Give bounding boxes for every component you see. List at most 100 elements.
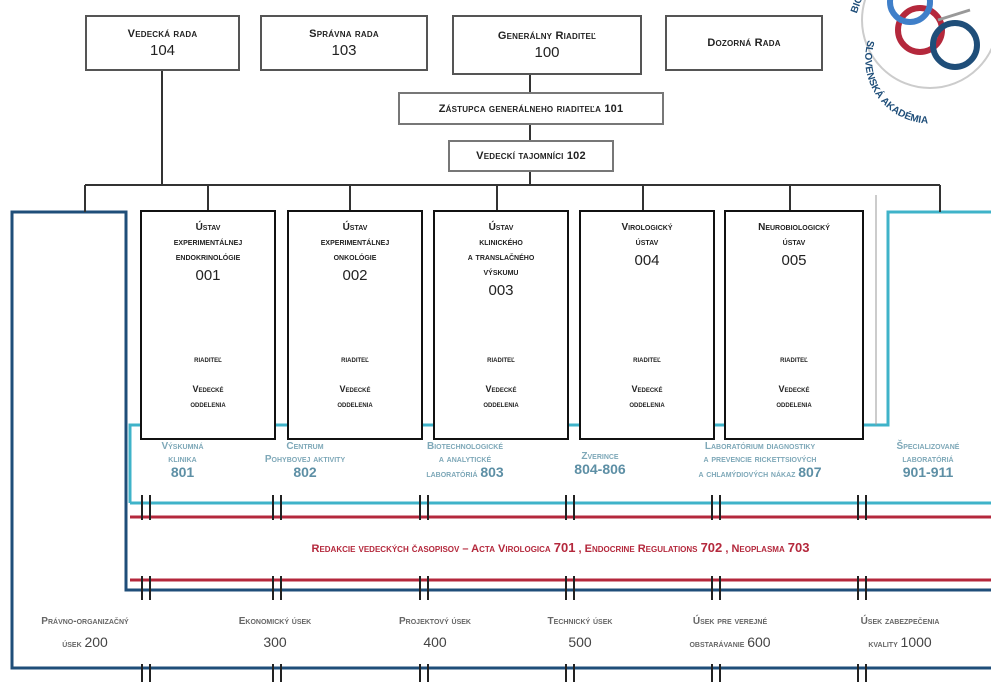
service-label-line: Špecializované [896,441,960,452]
institute-name-line: ústav [782,237,806,248]
department-label: obstarávanie [689,639,745,650]
institute-name-line: endokrinológie [175,252,241,263]
deputy-box: Zástupca generálneho riaditeľa 101 [398,92,664,125]
institute-name-line: Virologický [621,222,673,233]
department-label: Projektový úsek [399,616,471,627]
board-label: Generálny Riaditeľ [497,29,597,42]
institute-number: 002 [342,267,368,284]
board-director-general: Generálny Riaditeľ 100 [452,15,642,75]
institute-departments: oddelenia [776,399,812,409]
navy-frame [10,210,991,670]
journal-number: 702 [700,540,723,555]
institute-departments: Vedecké [778,384,810,394]
department-label: Ekonomický úsek [238,616,312,627]
institute-number: 004 [634,252,660,269]
institute-director: riaditeľ [780,354,808,364]
department-number: 500 [568,634,592,650]
department-300: Ekonomický úsek 300 [205,612,345,652]
service-label-line: Laboratórium diagnostiky [704,441,816,452]
board-label: Dozorná Rada [707,37,781,49]
institute-departments: oddelenia [483,399,519,409]
service-number: 804-806 [574,461,626,477]
institute-001: Ústav experimentálnej endokrinológie 001… [140,210,276,440]
institute-name-line: Neurobiologický [758,222,830,233]
department-label: úsek [62,639,82,650]
teal-frame [128,210,991,440]
service-number: 807 [798,464,822,480]
service-901-911: Špecializované laboratóriá 901-911 [872,440,984,479]
deputy-label: Zástupca generálneho riaditeľa 101 [438,102,624,115]
department-500: Technický úsek 500 [515,612,645,652]
department-200: Právno-organizačný úsek 200 [25,612,145,655]
department-label: Úsek zabezpečenia [860,616,940,627]
institute-name-line: klinického [479,237,523,248]
institute-005: Neurobiologický ústav 005 riaditeľ Vedec… [724,210,864,440]
organization-logo-icon: BIO SLOVENSKÁ AKADÉMIA [850,0,991,126]
institute-departments: Vedecké [192,384,224,394]
institute-name-line: Ústav [342,222,368,233]
secretary-box: Vedeckí tajomníci 102 [448,140,614,172]
institute-departments: oddelenia [629,399,665,409]
service-label-line: Výskumná [161,441,204,452]
institute-name-line: experimentálnej [320,237,390,248]
institute-name-line: a translačného [467,252,535,263]
service-label-line: Biotechnologické [426,441,504,452]
institute-name-line: Ústav [488,222,514,233]
department-label: Technický úsek [547,616,613,627]
department-number: 1000 [900,634,932,650]
department-number: 400 [423,634,447,650]
institute-name-line: onkológie [333,252,377,263]
journals-label: , Neoplasma [725,543,785,555]
institute-name-line: experimentálnej [173,237,243,248]
board-administrative: Správna rada 103 [260,15,428,71]
service-number: 803 [480,464,504,480]
service-802: Centrum Pohybovej aktivity 802 [240,440,370,479]
secretary-label: Vedeckí tajomníci 102 [476,150,586,162]
service-label-line: Centrum [286,441,324,452]
journals-editorial-offices: Redakcie vedeckých časopisov – Acta Viro… [130,540,991,555]
institute-number: 005 [781,252,807,269]
institute-departments: oddelenia [337,399,373,409]
department-number: 200 [84,634,108,650]
department-number: 300 [263,634,287,650]
institute-director: riaditeľ [341,354,369,364]
board-label: Vedecká rada [127,27,198,40]
journals-label: Redakcie vedeckých časopisov – Acta Viro… [311,543,551,555]
institute-name-line: Ústav [195,222,221,233]
department-label: kvality [868,639,898,650]
institute-director: riaditeľ [487,354,515,364]
institute-departments: Vedecké [485,384,517,394]
institute-004: Virologický ústav 004 riaditeľ Vedecké o… [579,210,715,440]
department-400: Projektový úsek 400 [365,612,505,652]
institute-number: 001 [195,267,221,284]
service-803: Biotechnologické a analytické laboratóri… [390,440,540,481]
institute-director: riaditeľ [194,354,222,364]
service-label-line: laboratóriá [902,454,954,465]
department-number: 600 [747,634,771,650]
service-label-line: a prevencie rickettsiových [703,454,817,465]
journal-number: 703 [787,540,810,555]
department-label: Úsek pre verejné [692,616,768,627]
board-label: Správna rada [309,27,379,40]
service-801: Výskumná klinika 801 [135,440,230,479]
department-1000: Úsek zabezpečenia kvality 1000 [825,612,975,655]
service-number: 801 [170,464,195,480]
service-label-line: a chlamýdiových nákaz [698,469,796,480]
board-number: 104 [149,41,176,59]
service-label-line: a analytické [438,454,492,465]
service-label-line: laboratóriá [426,469,478,480]
department-label: Právno-organizačný [41,616,129,627]
service-label-line: Pohybovej aktivity [264,454,346,465]
service-label-line: klinika [168,454,197,465]
institute-name-line: ústav [635,237,659,248]
journals-label: , Endocrine Regulations [578,543,698,555]
institute-number: 003 [488,282,514,299]
service-label-line: Zverince [581,451,619,462]
board-number: 103 [331,41,357,59]
journal-number: 701 [553,540,576,555]
institute-003: Ústav klinického a translačného výskumu … [433,210,569,440]
institute-002: Ústav experimentálnej onkológie 002 riad… [287,210,423,440]
institute-departments: Vedecké [631,384,663,394]
service-number: 802 [293,464,317,480]
